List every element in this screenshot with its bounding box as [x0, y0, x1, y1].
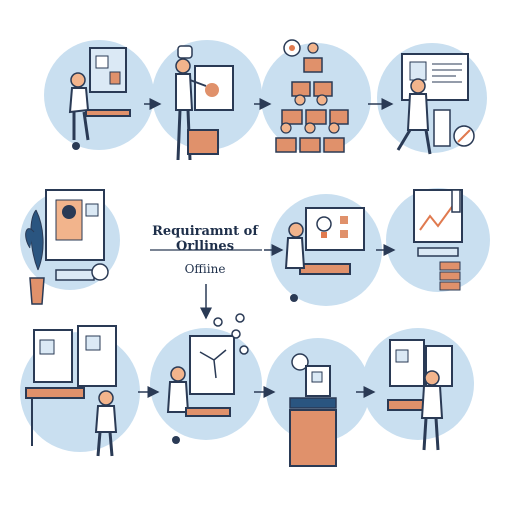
panel-network-screen: [150, 313, 262, 444]
panel-lamp-desk: [266, 338, 370, 467]
panel-lightbulb-screen: [270, 194, 382, 306]
panel-dual-monitor: [20, 325, 140, 457]
panel-classroom: [261, 39, 371, 153]
panel-presenter: [152, 40, 262, 161]
panel-reading-screen: [377, 43, 487, 155]
diagram-title: Requiramnt of Orllines: [152, 224, 258, 254]
panel-double-screen: [362, 328, 474, 451]
diagram-subtitle: Offiine: [184, 262, 226, 276]
panel-chart-screen: [386, 188, 490, 292]
panel-person-at-computer: [44, 40, 154, 150]
panel-video-call: [20, 189, 120, 305]
